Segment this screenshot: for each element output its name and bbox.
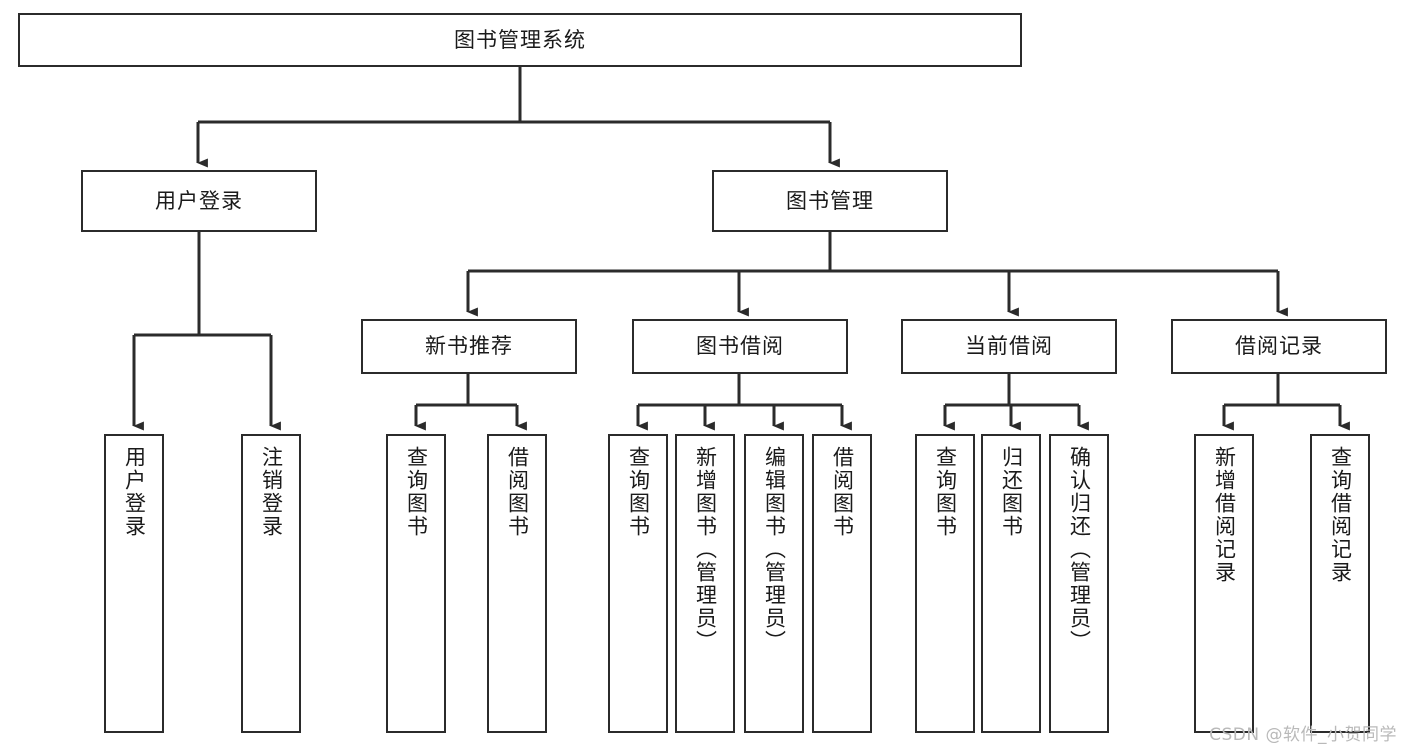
node-leaf-book-borrow-4[interactable]: 借阅图书: [812, 434, 872, 733]
node-leaf-book-borrow-1[interactable]: 查询图书: [608, 434, 668, 733]
csdn-watermark: CSDN @软件_小贺同学: [1209, 725, 1397, 745]
node-book-management[interactable]: 图书管理: [712, 170, 948, 232]
node-user-login-label: 用户登录: [155, 188, 243, 213]
node-leaf-user-login-1-label: 用户登录: [122, 446, 147, 538]
node-leaf-user-login-2[interactable]: 注销登录: [241, 434, 301, 733]
node-leaf-borrow-record-2-label: 查询借阅记录: [1328, 446, 1353, 584]
node-leaf-current-borrow-1[interactable]: 查询图书: [915, 434, 975, 733]
node-leaf-borrow-record-1-label: 新增借阅记录: [1212, 446, 1237, 584]
node-borrow-record-label: 借阅记录: [1235, 334, 1323, 359]
node-leaf-current-borrow-2[interactable]: 归还图书: [981, 434, 1041, 733]
node-leaf-book-borrow-3-label: 编辑图书（管理员）: [762, 446, 787, 653]
node-leaf-book-borrow-4-label: 借阅图书: [830, 446, 855, 538]
node-leaf-user-login-2-label: 注销登录: [259, 446, 284, 538]
node-book-borrow[interactable]: 图书借阅: [632, 319, 848, 374]
node-book-management-label: 图书管理: [786, 188, 874, 213]
node-borrow-record[interactable]: 借阅记录: [1171, 319, 1387, 374]
node-leaf-book-borrow-2-label: 新增图书（管理员）: [693, 446, 718, 653]
node-user-login[interactable]: 用户登录: [81, 170, 317, 232]
node-current-borrow[interactable]: 当前借阅: [901, 319, 1117, 374]
node-leaf-new-book-1-label: 查询图书: [404, 446, 429, 538]
node-book-borrow-label: 图书借阅: [696, 334, 784, 359]
node-root[interactable]: 图书管理系统: [18, 13, 1022, 67]
node-leaf-book-borrow-2[interactable]: 新增图书（管理员）: [675, 434, 735, 733]
node-leaf-current-borrow-1-label: 查询图书: [933, 446, 958, 538]
node-leaf-current-borrow-3-label: 确认归还（管理员）: [1067, 446, 1092, 653]
node-leaf-book-borrow-1-label: 查询图书: [626, 446, 651, 538]
node-leaf-user-login-1[interactable]: 用户登录: [104, 434, 164, 733]
node-new-book-recommend-label: 新书推荐: [425, 334, 513, 359]
node-leaf-new-book-2[interactable]: 借阅图书: [487, 434, 547, 733]
node-leaf-book-borrow-3[interactable]: 编辑图书（管理员）: [744, 434, 804, 733]
node-new-book-recommend[interactable]: 新书推荐: [361, 319, 577, 374]
node-leaf-current-borrow-3[interactable]: 确认归还（管理员）: [1049, 434, 1109, 733]
node-current-borrow-label: 当前借阅: [965, 334, 1053, 359]
node-leaf-current-borrow-2-label: 归还图书: [999, 446, 1024, 538]
node-root-label: 图书管理系统: [454, 27, 586, 52]
node-leaf-borrow-record-2[interactable]: 查询借阅记录: [1310, 434, 1370, 733]
node-leaf-borrow-record-1[interactable]: 新增借阅记录: [1194, 434, 1254, 733]
node-leaf-new-book-2-label: 借阅图书: [505, 446, 530, 538]
node-leaf-new-book-1[interactable]: 查询图书: [386, 434, 446, 733]
